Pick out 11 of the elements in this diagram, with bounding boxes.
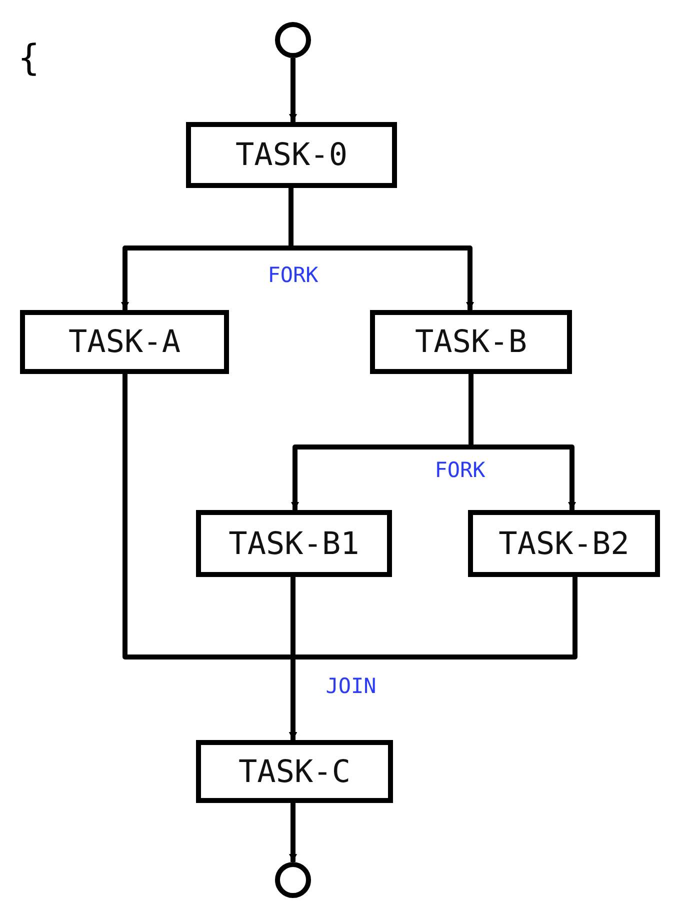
task-box: TASK-A <box>20 310 229 374</box>
end-circle <box>275 862 311 898</box>
task-box: TASK-B1 <box>196 510 392 577</box>
start-circle <box>275 22 311 58</box>
task-box: TASK-B <box>370 310 572 374</box>
task-box: TASK-0 <box>186 122 397 188</box>
brace-symbol: { <box>18 38 40 79</box>
connector-arrow <box>289 803 298 862</box>
connector-arrow <box>289 58 298 122</box>
task-box: TASK-B2 <box>468 510 660 577</box>
task-box: TASK-C <box>196 740 393 803</box>
